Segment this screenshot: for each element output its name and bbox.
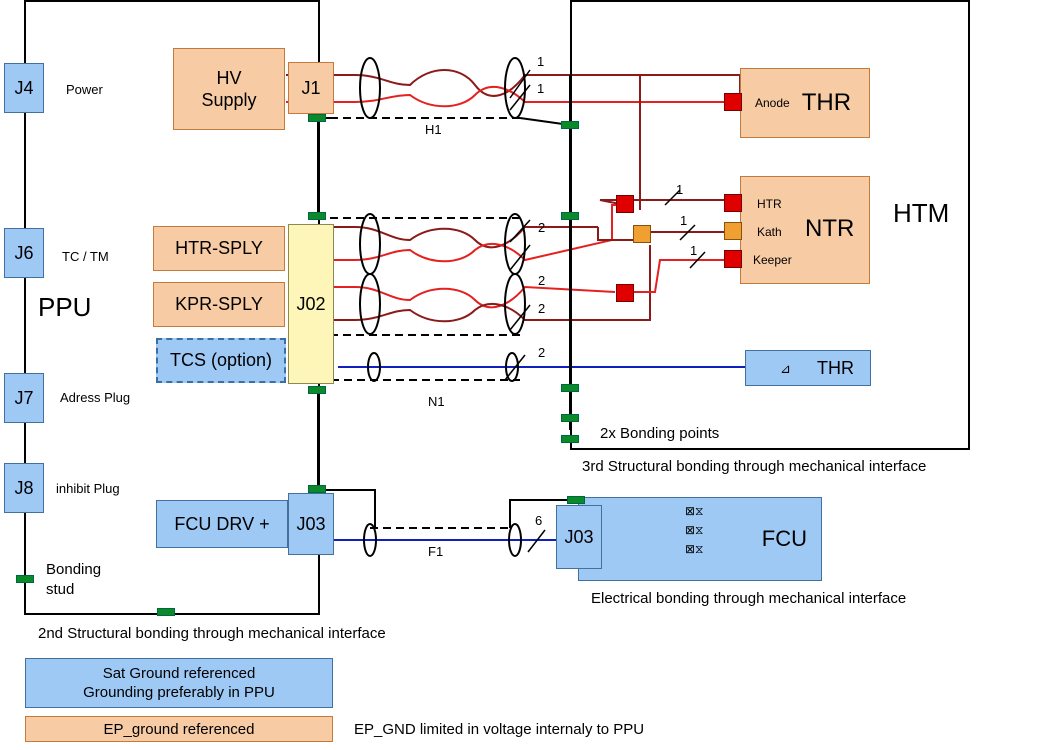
bonding-points-label: 2x Bonding points bbox=[600, 425, 720, 442]
bond-point bbox=[561, 414, 579, 422]
connector-j4-id: J4 bbox=[14, 77, 34, 98]
ntr-block: HTR Kath Keeper NTR bbox=[740, 176, 870, 284]
bond-point bbox=[308, 212, 326, 220]
wire-count: 1 bbox=[680, 213, 688, 228]
wire-count: 2 bbox=[538, 345, 546, 360]
harness-n1: N1 bbox=[428, 394, 445, 409]
ntr-pin-keeper: Keeper bbox=[753, 253, 792, 267]
connector-j4: J4 bbox=[4, 63, 44, 113]
connector-j8-label: inhibit Plug bbox=[56, 481, 120, 496]
keeper-junction bbox=[616, 284, 634, 302]
harness-h1: H1 bbox=[425, 122, 442, 137]
thermistor-icon: ⊿ bbox=[780, 361, 791, 376]
ntr-pin-htr: HTR bbox=[757, 197, 782, 211]
thr-sensor-name: THR bbox=[817, 357, 854, 378]
connector-j6: J6 bbox=[4, 228, 44, 278]
bond-point bbox=[157, 608, 175, 616]
thr-anode-block: Anode THR bbox=[740, 68, 870, 138]
htr-wire-bottom bbox=[334, 204, 625, 263]
tcs-option-block: TCS (option) bbox=[156, 338, 286, 383]
bond-point bbox=[308, 485, 326, 493]
htm-frame bbox=[570, 0, 970, 450]
ntr-pin-kath: Kath bbox=[757, 225, 782, 239]
ppu-title: PPU bbox=[38, 292, 92, 322]
connector-j6-id: J6 bbox=[14, 242, 34, 263]
bond-point bbox=[308, 114, 326, 122]
anode-pin-label: Anode bbox=[755, 96, 790, 110]
wire-count: 2 bbox=[538, 220, 546, 235]
wire-count: 1 bbox=[537, 81, 545, 96]
valve-icons: ⊠⧖⊠⧖⊠⧖ bbox=[685, 504, 704, 556]
j1-connector: J1 bbox=[288, 62, 334, 114]
ntr-name: NTR bbox=[805, 215, 855, 242]
bonding-stud-marker bbox=[16, 575, 34, 583]
electrical-bonding-label: Electrical bonding through mechanical in… bbox=[591, 590, 907, 607]
connector-j4-label: Power bbox=[66, 82, 103, 97]
wire-count: 1 bbox=[537, 54, 545, 69]
htr-wire-top bbox=[334, 226, 598, 249]
wire-count: 2 bbox=[538, 301, 546, 316]
bond-point bbox=[567, 496, 585, 504]
legend-sat-ground: Sat Ground referenced Grounding preferab… bbox=[25, 658, 333, 708]
fcu-name: FCU bbox=[761, 526, 807, 551]
connector-j7-label: Adress Plug bbox=[60, 390, 131, 405]
connector-j8: J8 bbox=[4, 463, 44, 513]
kpr-wire-bottom bbox=[334, 245, 651, 323]
bond-point bbox=[561, 212, 579, 220]
bond-point bbox=[561, 435, 579, 443]
fcu-drv-block: FCU DRV + bbox=[156, 500, 288, 548]
third-bonding-label: 3rd Structural bonding through mechanica… bbox=[582, 458, 927, 475]
kath-junction bbox=[633, 225, 651, 243]
thr-name: THR bbox=[801, 89, 852, 116]
anode-terminal bbox=[724, 93, 742, 111]
j03-fcu-connector: J03 bbox=[556, 505, 602, 569]
htr-sply-block: HTR-SPLY bbox=[153, 226, 285, 271]
j02-connector: J02 bbox=[288, 224, 334, 384]
bond-point bbox=[561, 121, 579, 129]
j03-ppu-connector: J03 bbox=[288, 493, 334, 555]
wire-count: 2 bbox=[538, 273, 546, 288]
kath-terminal bbox=[724, 222, 742, 240]
kpr-sply-block: KPR-SPLY bbox=[153, 282, 285, 327]
connector-j7: J7 bbox=[4, 373, 44, 423]
fcu-block: FCU ⊠⧖⊠⧖⊠⧖ bbox=[578, 497, 822, 581]
legend-ep-note: EP_GND limited in voltage internaly to P… bbox=[354, 721, 645, 738]
htr-junction bbox=[616, 195, 634, 213]
connector-j8-id: J8 bbox=[14, 477, 34, 498]
connector-j6-label: TC / TM bbox=[62, 249, 109, 264]
wire-count: 1 bbox=[676, 182, 684, 197]
bonding-stud-label: Bonding stud bbox=[46, 561, 102, 598]
harness-f1: F1 bbox=[428, 544, 444, 559]
legend-ep-ground: EP_ground referenced bbox=[25, 716, 333, 742]
second-bonding-label: 2nd Structural bonding through mechanica… bbox=[38, 625, 386, 642]
bond-point bbox=[561, 384, 579, 392]
keeper-terminal bbox=[724, 250, 742, 268]
htm-title: HTM bbox=[893, 198, 950, 228]
htr-terminal bbox=[724, 194, 742, 212]
thr-sensor-block: ⊿ THR bbox=[745, 350, 871, 386]
wire-count: 6 bbox=[535, 513, 543, 528]
hv-wire-bottom bbox=[286, 85, 725, 108]
bond-point bbox=[308, 386, 326, 394]
hv-supply-block: HV Supply bbox=[173, 48, 285, 130]
connector-j7-id: J7 bbox=[14, 387, 34, 408]
wire-count: 1 bbox=[690, 243, 698, 258]
